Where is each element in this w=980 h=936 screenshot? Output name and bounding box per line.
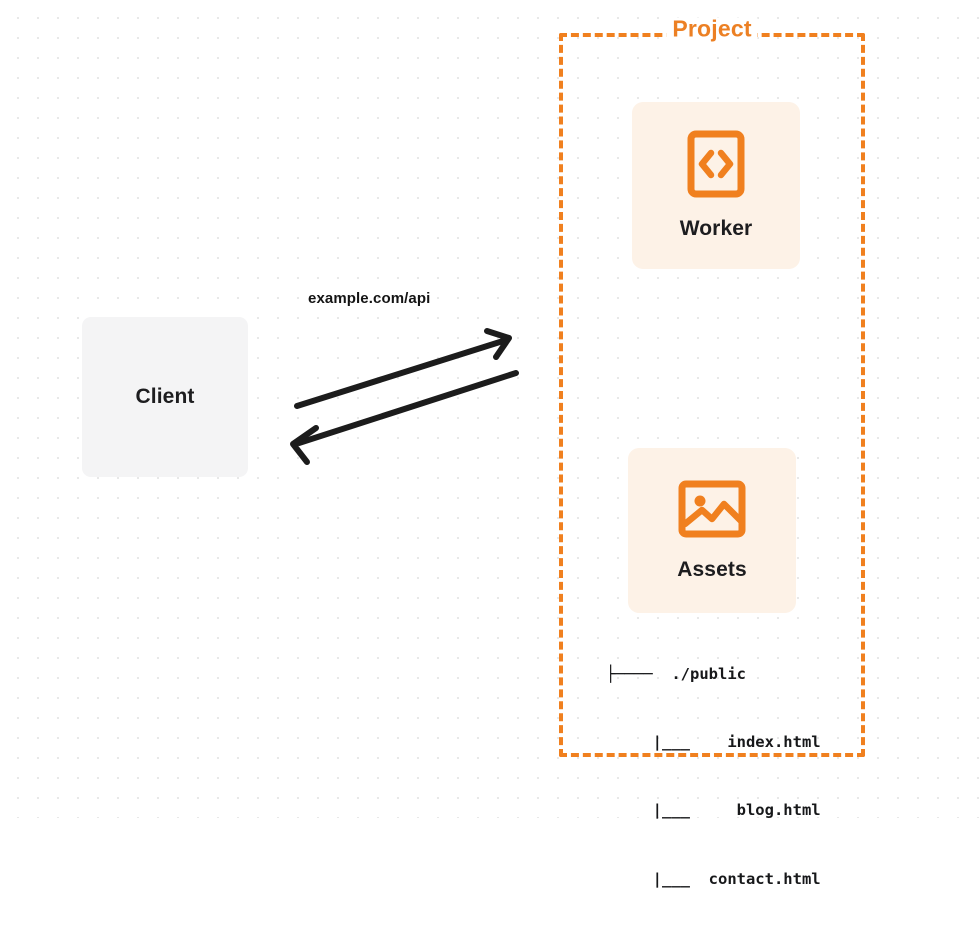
worker-node: Worker — [632, 102, 800, 269]
assets-node-label: Assets — [677, 558, 747, 581]
response-arrow — [290, 370, 519, 465]
file-tree-row: |___ index.html — [606, 732, 821, 751]
file-tree-row: |___ blog.html — [606, 801, 821, 820]
assets-node: Assets — [628, 448, 796, 613]
request-url-label: example.com/api — [308, 290, 431, 307]
diagram-canvas: Client example.com/api Project Worker — [0, 0, 980, 888]
project-title-label: Project — [666, 17, 758, 41]
code-brackets-icon — [687, 130, 745, 203]
asset-file-tree: ├──── ./public |___ index.html |___ blog… — [606, 617, 821, 936]
file-tree-row: ├──── ./public — [606, 664, 746, 683]
client-node-label: Client — [135, 385, 195, 408]
request-arrow — [294, 328, 512, 409]
project-group: Project — [559, 17, 865, 757]
image-picture-icon — [678, 479, 746, 544]
client-node: Client — [82, 317, 248, 477]
worker-node-label: Worker — [679, 217, 753, 240]
file-tree-row: |___ contact.html — [606, 869, 821, 888]
